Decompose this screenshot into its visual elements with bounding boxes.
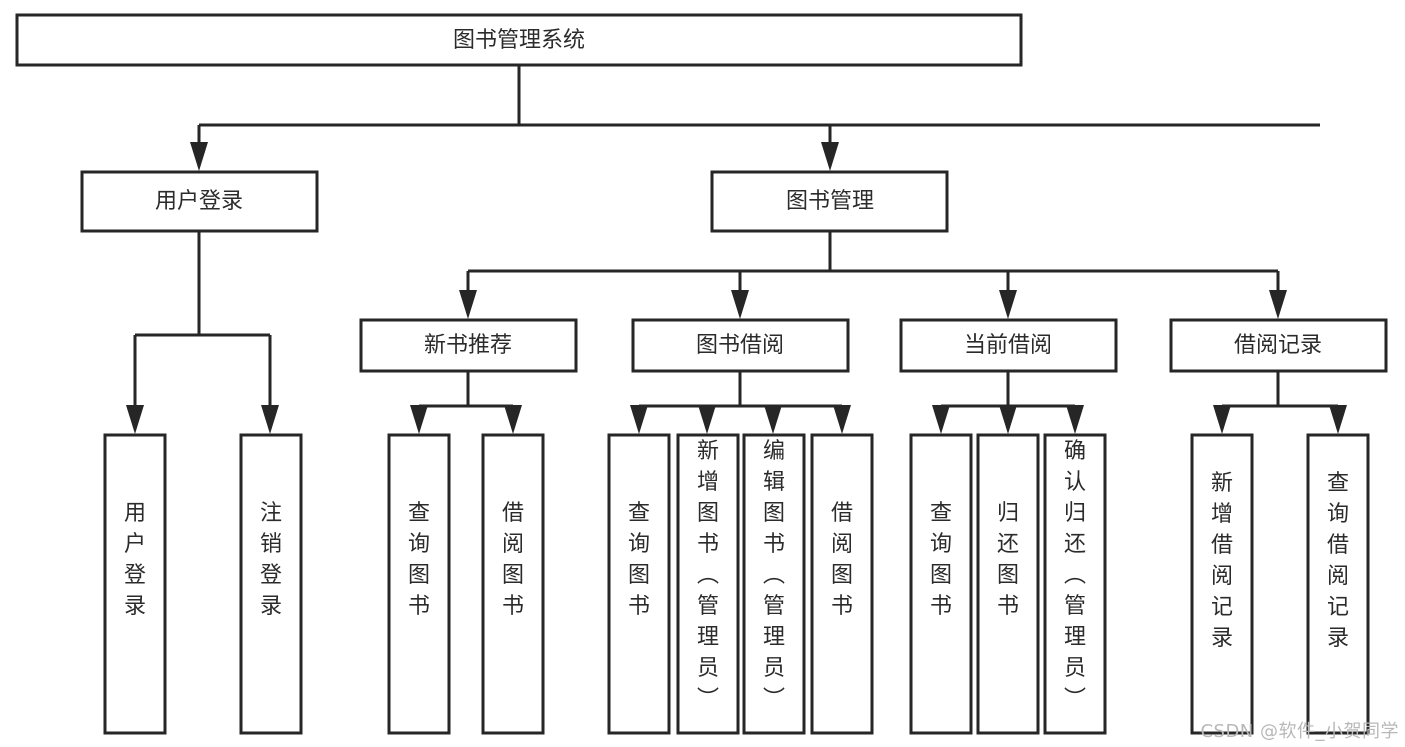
node-new-book-recommend-label: 新书推荐 [424,333,512,358]
node-root-system-label: 图书管理系统 [453,28,585,53]
leaf-borrow-book-2-label: 借阅图书 [831,501,853,619]
node-book-borrow[interactable]: 图书借阅 [631,318,850,373]
leaf-query-borrow-record[interactable]: 查询借阅记录 [1306,433,1370,735]
leaf-query-book-3-label: 查询图书 [930,501,952,619]
leaf-add-borrow-record[interactable]: 新增借阅记录 [1190,433,1254,735]
leaf-query-book-1-label: 查询图书 [408,501,430,619]
leaf-return-book[interactable]: 归还图书 [976,433,1040,735]
leaf-add-borrow-record-label: 新增借阅记录 [1211,471,1233,651]
node-root-system[interactable]: 图书管理系统 [15,13,1023,67]
connector-newbook-to-leaves [410,372,522,434]
node-current-borrow[interactable]: 当前借阅 [899,318,1118,373]
watermark-text: CSDN @软件_小贺同学 [1200,721,1399,742]
leaf-query-book-3[interactable]: 查询图书 [909,433,973,735]
leaf-return-book-label: 归还图书 [997,501,1019,619]
leaf-confirm-return-admin-label: 确认归还︵管理员︶ [1064,439,1086,712]
node-borrow-record[interactable]: 借阅记录 [1169,318,1388,373]
leaf-edit-book-admin-label: 编辑图书︵管理员︶ [763,439,785,712]
leaf-borrow-book-1[interactable]: 借阅图书 [481,433,545,735]
node-book-borrow-label: 图书借阅 [696,333,784,358]
node-book-management[interactable]: 图书管理 [710,170,949,233]
connector-bookmgmt-to-level3 [459,232,1287,319]
leaf-query-book-1[interactable]: 查询图书 [387,433,451,735]
leaf-logout-login-label: 注销登录 [260,501,282,619]
node-current-borrow-label: 当前借阅 [964,333,1052,358]
connector-bookborrow-to-leaves [630,372,851,434]
leaf-add-book-admin[interactable]: 新增图书︵管理员︶ [676,433,740,735]
node-borrow-record-label: 借阅记录 [1234,333,1322,358]
connector-borrowrecord-to-leaves [1213,372,1347,434]
leaf-edit-book-admin[interactable]: 编辑图书︵管理员︶ [742,433,806,735]
leaf-user-login-label: 用户登录 [124,501,146,619]
leaf-confirm-return-admin[interactable]: 确认归还︵管理员︶ [1043,433,1107,735]
node-book-management-label: 图书管理 [786,189,874,214]
connector-userlogin-to-leaves [126,232,279,434]
node-user-login[interactable]: 用户登录 [80,170,319,233]
leaf-add-book-admin-label: 新增图书︵管理员︶ [697,439,719,712]
leaf-borrow-book-2[interactable]: 借阅图书 [810,433,874,735]
connector-currentborrow-to-leaves [932,372,1084,434]
leaf-query-borrow-record-label: 查询借阅记录 [1327,471,1349,651]
leaf-query-book-2-label: 查询图书 [628,501,650,619]
node-user-login-label: 用户登录 [155,189,243,214]
leaf-user-login[interactable]: 用户登录 [103,433,167,735]
connector-root-to-level2 [190,66,1320,171]
leaf-logout-login[interactable]: 注销登录 [239,433,303,735]
leaf-borrow-book-1-label: 借阅图书 [502,501,524,619]
node-new-book-recommend[interactable]: 新书推荐 [359,318,578,373]
leaf-query-book-2[interactable]: 查询图书 [607,433,671,735]
